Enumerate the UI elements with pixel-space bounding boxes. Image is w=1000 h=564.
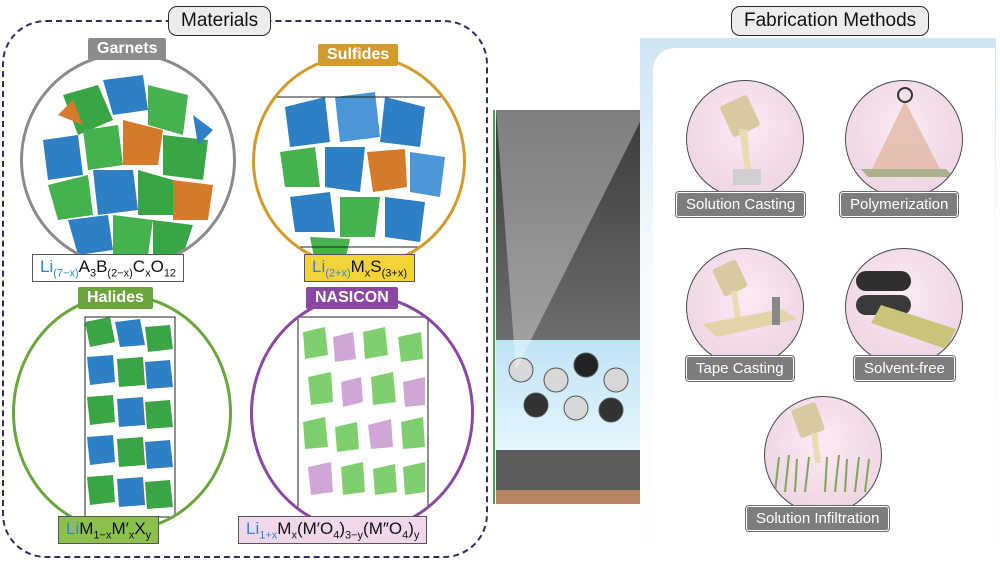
formula-part: M: [79, 519, 94, 538]
garnets-structure: [20, 52, 236, 268]
formula-sub: (3+x): [381, 267, 407, 280]
formula-part: (M″O: [363, 519, 403, 538]
formula-part: X: [134, 519, 146, 538]
formula-sub: (2+x): [325, 267, 351, 280]
nasicon-formula: Li1+xMx(M′O4)3−y(M″O4)y: [238, 516, 428, 545]
formula-part: ): [408, 519, 414, 538]
formula-sub: x: [145, 267, 151, 280]
formula-sub: 3−y: [344, 529, 364, 542]
halides-structure: [12, 294, 232, 532]
formula-part: M: [350, 257, 365, 276]
halides-formula: LiM1−xM′xXy: [58, 516, 160, 545]
sulfides-polyhedra: [275, 92, 450, 262]
formula-sub: (2−x): [107, 267, 133, 280]
method-label-polymerization: Polymerization: [840, 192, 959, 217]
formula-part: A: [78, 257, 90, 276]
formula-part: ): [339, 519, 345, 538]
formula-li: Li: [312, 257, 326, 276]
solution-casting-illustration: [686, 80, 804, 198]
formula-li: Li: [66, 519, 80, 538]
formula-sub: 1−x: [93, 529, 112, 542]
formula-part: O: [150, 257, 164, 276]
formula-sub: x: [291, 529, 297, 542]
method-label-solvent-free: Solvent-free: [854, 356, 955, 381]
formula-sub: x: [364, 267, 371, 280]
garnets-polyhedra: [43, 75, 213, 255]
formula-part: S: [370, 257, 382, 276]
formula-sub: 4: [333, 529, 340, 542]
garnets-formula: Li(7−x)A3B(2−x)CxO12: [32, 254, 185, 283]
nasicon-tag: NASICON: [306, 287, 398, 309]
method-label-solution-infiltration: Solution Infiltration: [746, 506, 890, 531]
sulfides-formula: Li(2+x)MxS(3+x): [304, 254, 415, 283]
formula-sub: y: [413, 529, 420, 542]
nasicon-structure: [250, 294, 474, 532]
solvent-free-illustration: [845, 248, 963, 366]
halides-polyhedra: [84, 316, 176, 518]
polymerization-illustration: [845, 80, 963, 198]
battery-cell-illustration: [476, 90, 666, 530]
formula-sub: 1+x: [259, 529, 278, 542]
formula-sub: x: [128, 529, 135, 542]
nasicon-polyhedra: [297, 316, 429, 518]
formula-sub: (7−x): [53, 267, 79, 280]
fabrication-title: Fabrication Methods: [731, 6, 930, 36]
formula-sub: 4: [402, 529, 409, 542]
garnets-tag: Garnets: [88, 38, 167, 60]
sulfides-tag: Sulfides: [318, 44, 399, 66]
formula-part: M: [277, 519, 292, 538]
solution-infiltration-illustration: [764, 396, 882, 514]
formula-part: C: [132, 257, 146, 276]
halides-tag: Halides: [78, 287, 153, 309]
formula-sub: y: [145, 529, 152, 542]
formula-sub: 3: [89, 267, 97, 280]
formula-part: (M′O: [296, 519, 334, 538]
method-label-tape-casting: Tape Casting: [686, 356, 794, 381]
method-label-solution-casting: Solution Casting: [676, 192, 806, 217]
tape-casting-illustration: [686, 248, 804, 366]
formula-part: M′: [111, 519, 129, 538]
formula-part: B: [96, 257, 108, 276]
formula-li: Li: [40, 257, 54, 276]
sulfides-structure: [252, 54, 466, 268]
formula-li: Li: [246, 519, 260, 538]
formula-sub: 12: [163, 267, 177, 280]
materials-title: Materials: [168, 6, 272, 36]
